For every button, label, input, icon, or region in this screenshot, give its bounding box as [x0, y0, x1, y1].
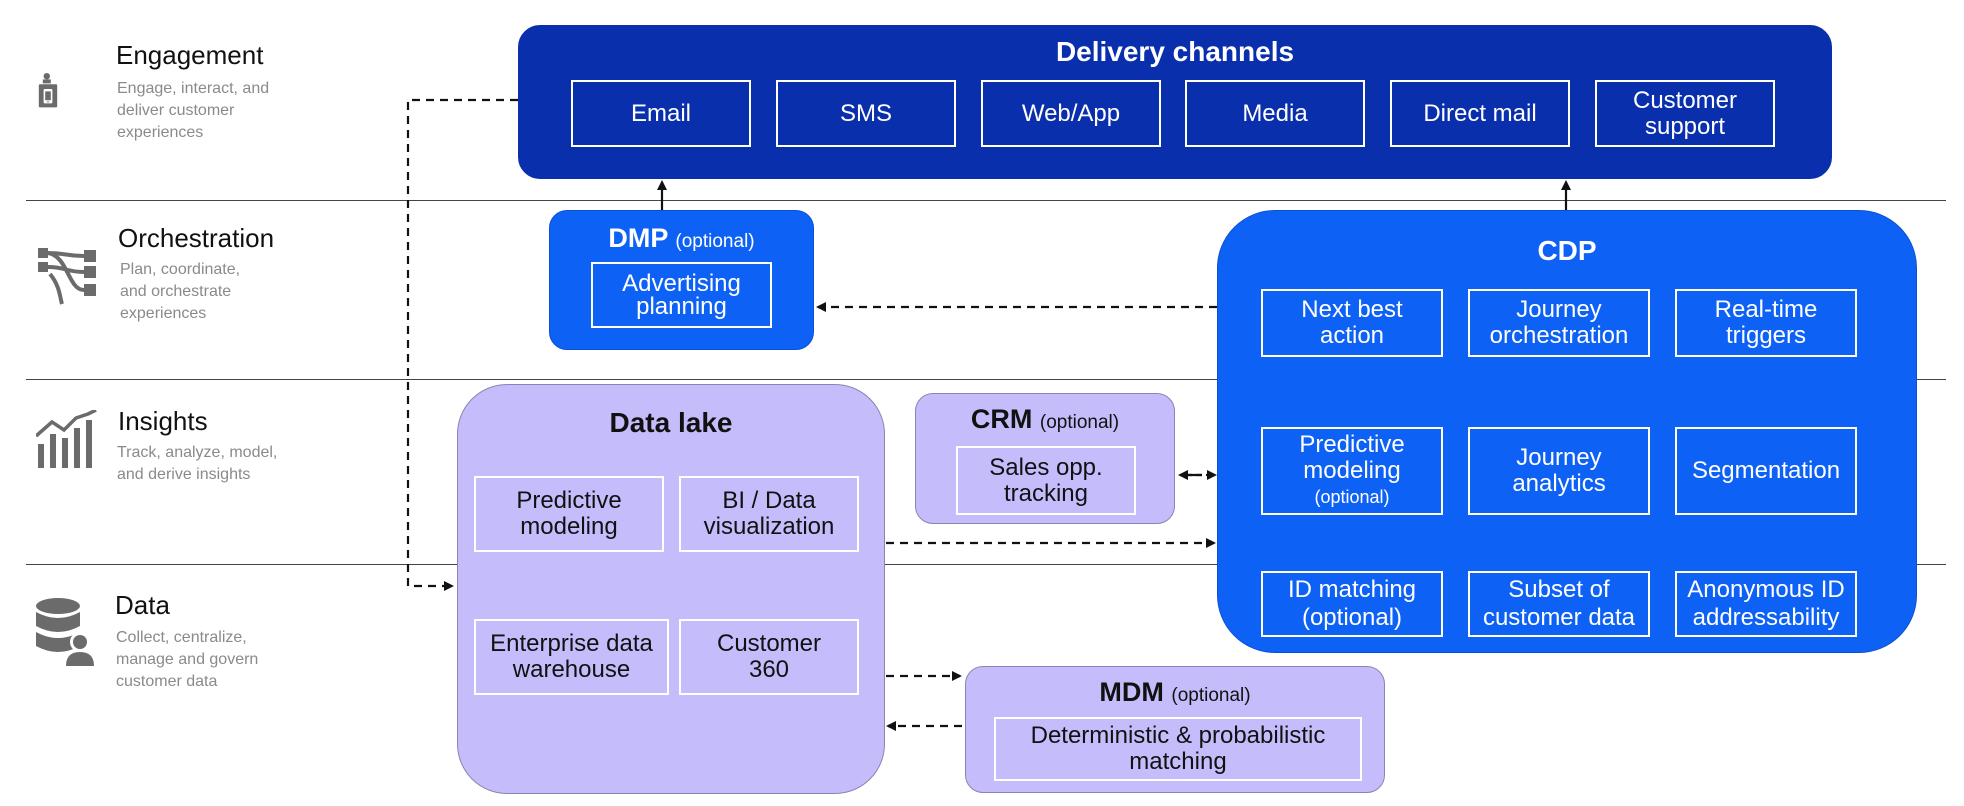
delivery-channels-panel: Delivery channels Email SMS Web/App Medi…	[518, 25, 1832, 179]
cdp-anonymous-id-addressability: Anonymous ID addressability	[1675, 571, 1857, 637]
dmp-panel: DMP (optional) Advertising planning	[549, 210, 814, 350]
cdp-subset-customer-data: Subset of customer data	[1468, 571, 1650, 637]
delivery-channels-title: Delivery channels	[1055, 36, 1295, 67]
mdm-title: MDM (optional)	[1099, 677, 1251, 707]
channel-sms: SMS	[776, 80, 956, 147]
data-lake-panel: Data lake Predictive modeling BI / Data …	[457, 384, 885, 794]
cdp-title: CDP	[1537, 235, 1597, 266]
datalake-customer-360: Customer 360	[679, 619, 859, 695]
dmp-advertising-planning: Advertising planning	[591, 262, 772, 328]
person-phone-icon	[38, 46, 62, 141]
cdp-predictive-modeling: Predictive modeling (optional)	[1261, 427, 1443, 515]
datalake-bi-data-visualization: BI / Data visualization	[679, 476, 859, 552]
channel-media: Media	[1185, 80, 1365, 147]
layer-title-engagement: Engagement	[116, 40, 264, 70]
cdp-journey-orchestration: Journey orchestration	[1468, 289, 1650, 357]
layer-divider	[26, 564, 1946, 565]
datalake-enterprise-data-warehouse: Enterprise data warehouse	[474, 619, 669, 695]
cdp-journey-analytics: Journey analytics	[1468, 427, 1650, 515]
cdp-panel: CDP Next best action Journey orchestrati…	[1217, 210, 1917, 653]
dmp-title: DMP (optional)	[608, 223, 755, 253]
database-user-icon	[34, 598, 96, 671]
layer-title-orchestration: Orchestration	[118, 223, 275, 253]
layer-desc-data: Collect, centralize, manage and govern c…	[116, 629, 259, 690]
mdm-deterministic-probabilistic-matching: Deterministic & probabilistic matching	[994, 717, 1362, 781]
channel-customer-support: Customer support	[1595, 80, 1775, 147]
cdp-real-time-triggers: Real-time triggers	[1675, 289, 1857, 357]
cdp-id-matching: ID matching (optional)	[1261, 571, 1443, 637]
layer-divider	[26, 379, 1946, 380]
crm-sales-opp-tracking: Sales opp. tracking	[956, 446, 1136, 515]
layer-desc-orchestration: Plan, coordinate, and orchestrate experi…	[120, 261, 241, 322]
mdm-panel: MDM (optional) Deterministic & probabili…	[965, 666, 1385, 793]
cdp-next-best-action: Next best action	[1261, 289, 1443, 357]
channel-web-app: Web/App	[981, 80, 1161, 147]
data-lake-title: Data lake	[609, 407, 733, 438]
arrow-delivery-to-datalake	[406, 98, 518, 591]
datalake-predictive-modeling: Predictive modeling	[474, 476, 664, 552]
layer-divider	[26, 200, 1946, 201]
channel-direct-mail: Direct mail	[1390, 80, 1570, 147]
flow-nodes-icon	[38, 246, 98, 311]
cdp-segmentation: Segmentation	[1675, 427, 1857, 515]
channel-email: Email	[571, 80, 751, 147]
layer-desc-engagement: Engage, interact, and deliver customer e…	[117, 80, 270, 141]
bar-chart-trend-icon	[34, 408, 98, 473]
layer-desc-insights: Track, analyze, model, and derive insigh…	[117, 444, 278, 483]
crm-panel: CRM (optional) Sales opp. tracking	[915, 393, 1175, 524]
layer-title-insights: Insights	[118, 406, 208, 436]
layer-title-data: Data	[115, 590, 170, 620]
crm-title: CRM (optional)	[970, 404, 1120, 434]
